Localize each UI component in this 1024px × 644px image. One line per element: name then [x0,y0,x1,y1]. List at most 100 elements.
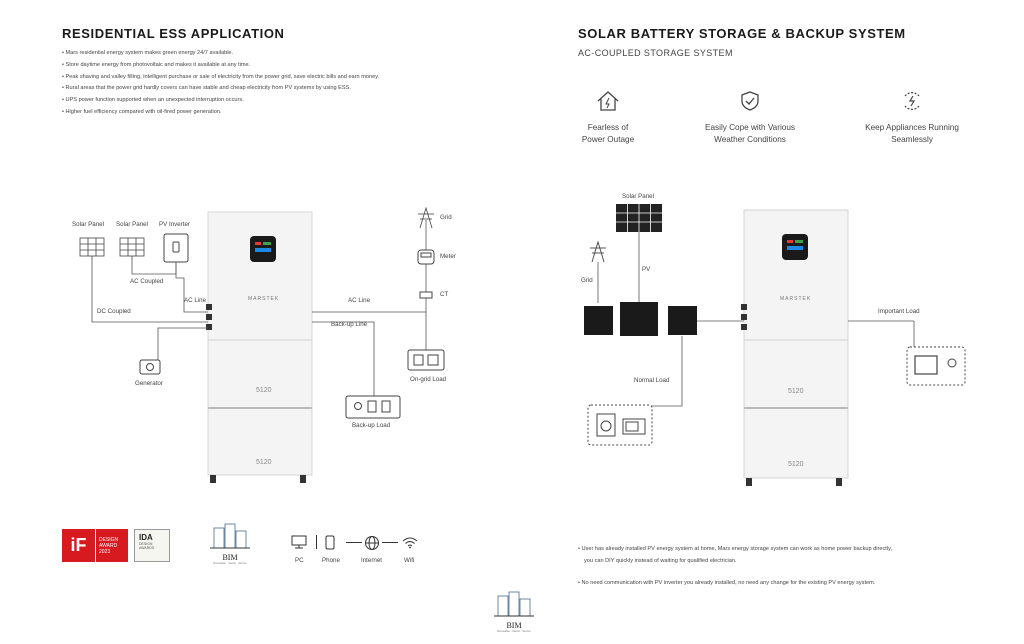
module-label: 5120 [256,459,272,466]
phone-label: Phone [322,557,340,564]
solar-panel-icon [119,237,145,260]
pv-inverter-box [620,302,658,336]
generator-label: Generator [135,380,163,387]
power-cycle-icon [904,92,920,110]
note-text: • No need communication with PV inverter… [578,580,876,586]
bim-text: BIM [222,553,238,562]
switch-box [668,306,697,335]
backup-line-label: Back-up Line [331,321,368,328]
grid-tower-icon [590,240,606,263]
feature-text: Keep Appliances Running [865,123,959,132]
badge-text: 2023 [99,549,111,555]
ac-line-label: AC Line [184,297,207,304]
bim-text: BIM [506,621,522,630]
right-subtitle: AC-COUPLED STORAGE SYSTEM [578,48,733,58]
pc-icon [291,535,307,549]
globe-icon [365,536,379,550]
building-icon [494,591,534,617]
bulb-icon [947,358,957,368]
important-load-label: Important Load [878,308,920,315]
ct-label: CT [440,291,449,298]
ct-icon [419,291,433,299]
bim-logo: BIM Renovation · Interior · Service [206,522,254,568]
feature-power-outage: Fearless of Power Outage [568,90,648,145]
building-icon [210,523,250,549]
shield-check-icon [741,91,759,111]
feature-text: Weather Conditions [714,134,786,144]
list-item: Store daytime energy from photovoltaic a… [62,60,379,72]
pv-inverter-icon [163,233,189,263]
ongrid-load-label: On-grid Load [410,376,447,383]
feature-text: Easily Cope with Various [705,123,795,132]
residential-ess-diagram [79,206,445,483]
internet-label: Internet [361,557,382,564]
phone-icon [325,535,335,550]
badge-text: DESIGN [99,537,119,543]
wifi-label: Wifi [404,557,415,564]
list-item: Higher fuel efficiency compared with oil… [62,107,379,119]
ongrid-load-icon [407,349,445,371]
list-item: Rural areas that the power grid hardly c… [62,83,379,95]
ida-logo: IDA [139,533,153,542]
solar-panel-label: Solar Panel [622,193,654,200]
ac-coupled-label: AC Coupled [130,278,164,285]
if-logo: iF [62,529,95,562]
list-item: UPS power function supported when an une… [62,95,379,107]
module-label: 5120 [788,388,804,395]
washer-icon [596,413,616,437]
connectivity-row: PC Phone Internet Wifi [288,535,428,575]
ida-award-badge: IDA DESIGN AWARDS [134,529,170,562]
microwave-icon [622,418,646,435]
module-label: 5120 [788,461,804,468]
meter-label: Meter [440,253,456,260]
pc-label: PC [295,557,304,564]
right-title: SOLAR BATTERY STORAGE & BACKUP SYSTEM [578,26,906,41]
module-label: 5120 [256,387,272,394]
brand-label: MARSTEK [248,296,280,302]
note-text: • User has already installed PV energy s… [578,546,893,552]
generator-icon [139,359,161,375]
bim-subtitle: Renovation · Interior · Service [213,562,247,565]
solar-panel-icon [616,204,662,232]
normal-load-group [587,404,653,446]
list-item: Mars residential energy system makes gre… [62,48,379,60]
list-item: Peak shaving and valley filling, intelli… [62,72,380,84]
tv-icon [914,355,938,375]
left-bullet-list: Mars residential energy system makes gre… [62,48,380,119]
grid-inverter-box [584,306,613,335]
badge-text: AWARD [99,543,118,549]
bim-subtitle: Renovation · Interior · Service [497,630,531,633]
solar-panel-icon [79,237,105,260]
battery-tower [741,209,849,486]
grid-tower-icon [418,206,434,229]
normal-load-label: Normal Load [634,377,670,384]
note-line: User has already installed PV energy sys… [581,546,893,552]
dc-coupled-label: DC Coupled [97,308,131,315]
backup-load-label: Back-up Load [352,422,391,429]
pv-label: PV [642,266,651,273]
grid-label: Grid [581,277,593,284]
home-power-icon [597,91,619,111]
ac-line-label: AC Line [348,297,371,304]
note-line: you can DIY quickly instead of waiting f… [584,558,737,564]
solar-panel-label: Solar Panel [72,221,104,228]
badge-text: DESIGN AWARDS [139,542,155,550]
backup-system-diagram [584,204,966,486]
backup-load-icon [345,395,401,419]
important-load-group [906,346,966,386]
if-design-award-badge: iF DESIGN AWARD 2023 [62,529,128,562]
feature-text: Seamlessly [891,134,933,144]
battery-tower [206,211,313,483]
right-notes: • User has already installed PV energy s… [578,543,998,589]
feature-text: Power Outage [581,134,635,144]
note-line: No need communication with PV inverter y… [581,580,876,586]
brand-label: MARSTEK [780,296,812,302]
left-title: RESIDENTIAL ESS APPLICATION [62,26,285,41]
pv-inverter-label: PV Inverter [159,221,190,228]
feature-text: Fearless of [587,123,629,132]
footer-bim-logo: BIM Renovation · Interior · Service [490,590,538,640]
solar-panel-label: Solar Panel [116,221,148,228]
grid-label: Grid [440,214,452,221]
